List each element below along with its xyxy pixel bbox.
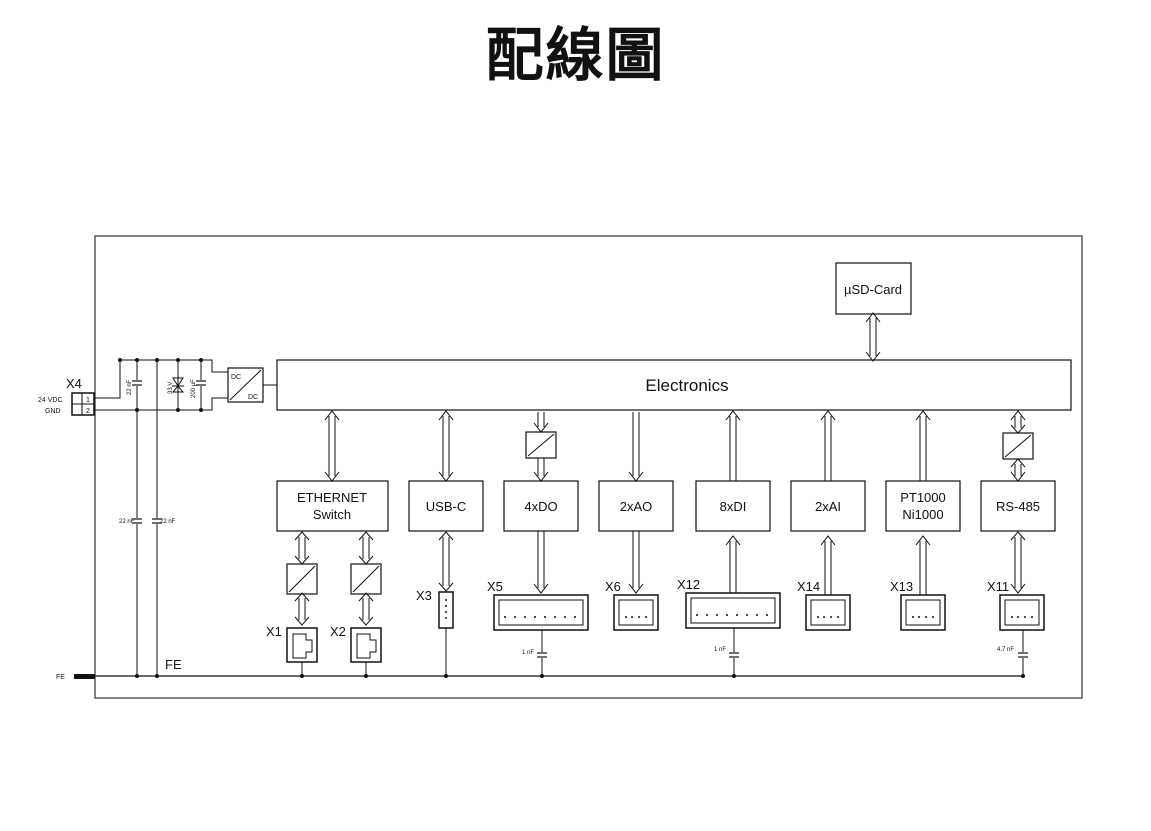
do-chain	[493, 412, 589, 676]
dc-out-label: DC	[248, 394, 258, 401]
page-title: 配線圖	[485, 21, 666, 89]
ethernet-label-line2: Switch	[313, 507, 351, 522]
cap-22nf-b-label: 22 nF	[160, 519, 176, 525]
cap-22nf-a-label: 22 nF	[119, 519, 135, 525]
ao-chain	[613, 412, 659, 631]
ai-block	[790, 480, 866, 532]
device-housing	[94, 235, 1083, 699]
x2-chain	[350, 531, 382, 676]
ethernet-switch-block	[276, 480, 389, 532]
cap-200uf-label: 200 µF	[191, 379, 197, 398]
connector-x12-label: X12	[677, 577, 700, 592]
junction-dots	[118, 358, 203, 412]
connector-x6-label: X6	[605, 579, 621, 594]
rs485-chain	[999, 410, 1045, 676]
connector-x11-label: X11	[987, 579, 1009, 594]
pt1000-label-line2: Ni1000	[902, 507, 943, 522]
pin1-label: 24 VDC	[38, 397, 63, 404]
connector-x13-label: X13	[890, 579, 913, 594]
usb-chain	[438, 410, 454, 676]
ethernet-label-line1: ETHERNET	[297, 490, 367, 505]
electronics-label: Electronics	[645, 376, 728, 395]
cap-x5-label: 1 nF	[522, 650, 534, 656]
fe-terminal	[74, 674, 95, 679]
ai-label: 2xAI	[815, 499, 841, 514]
connector-x5-label: X5	[487, 579, 503, 594]
fe-capacitors	[132, 518, 162, 524]
tvs-diode	[171, 377, 185, 393]
ao-label: 2xAO	[620, 499, 653, 514]
pin2-number: 2	[86, 408, 90, 415]
pt1000-block	[885, 480, 961, 532]
sd-card-label: µSD-Card	[844, 282, 902, 297]
usb-c-label: USB-C	[426, 499, 466, 514]
ai-chain	[805, 410, 851, 631]
rs485-label: RS-485	[996, 499, 1040, 514]
pin2-label: GND	[45, 408, 61, 415]
fe-bus-label: FE	[165, 657, 182, 672]
pt1000-chain	[900, 410, 946, 631]
cap-22nf-top-label: 22 nF	[127, 379, 133, 395]
dc-in-label: DC	[231, 374, 241, 381]
ethernet-bus-arrow	[324, 410, 340, 482]
cap-x11-label: 4,7 nF	[997, 647, 1014, 653]
do-label: 4xDO	[524, 499, 557, 514]
fe-left-label: FE	[56, 674, 65, 681]
connector-x1-label: X1	[266, 624, 282, 639]
di-label: 8xDI	[720, 499, 747, 514]
bulk-capacitor-200uf	[196, 380, 206, 386]
connector-x4-label: X4	[66, 376, 82, 391]
cap-x12-label: 1 nF	[714, 647, 726, 653]
pt1000-label-line1: PT1000	[900, 490, 946, 505]
pin1-number: 1	[86, 397, 90, 404]
x1-chain	[286, 531, 318, 676]
di-chain	[685, 410, 781, 676]
di-block	[695, 480, 771, 532]
connector-x3-label: X3	[416, 588, 432, 603]
tvs-label: 33 V	[168, 382, 174, 394]
sd-card-arrow	[865, 312, 881, 362]
input-capacitor-22nf	[132, 380, 142, 386]
connector-x14-label: X14	[797, 579, 820, 594]
connector-x2-label: X2	[330, 624, 346, 639]
